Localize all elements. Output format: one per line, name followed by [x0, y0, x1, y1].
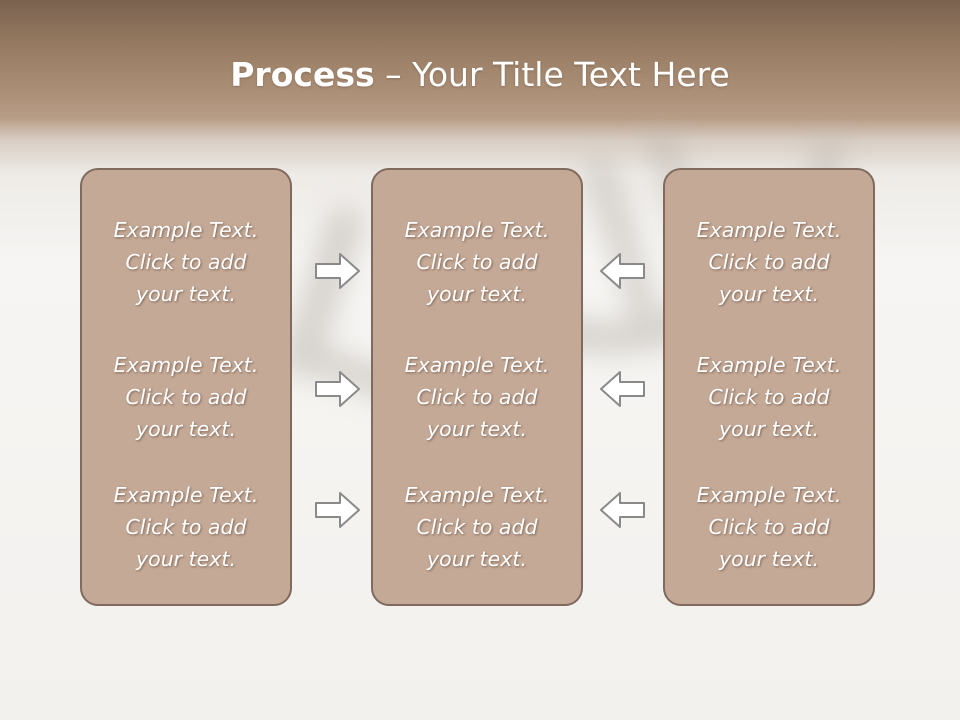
title-rest: – Your Title Text Here [374, 55, 730, 94]
text-line: Click to add [708, 385, 830, 409]
box-text[interactable]: Example Text. Click to add your text. [82, 479, 290, 575]
text-line: Click to add [125, 515, 247, 539]
text-line: Click to add [125, 385, 247, 409]
text-line: your text. [427, 417, 527, 441]
box-text[interactable]: Example Text. Click to add your text. [373, 214, 581, 310]
process-box-left[interactable]: Example Text. Click to add your text. Ex… [80, 168, 292, 606]
text-line: Example Text. [113, 218, 259, 242]
text-line: your text. [427, 282, 527, 306]
text-line: Click to add [416, 515, 538, 539]
text-line: Example Text. [696, 353, 842, 377]
left-arrow-icon [600, 492, 645, 528]
text-line: Example Text. [113, 483, 259, 507]
right-arrow-icon [315, 492, 360, 528]
text-line: Click to add [416, 385, 538, 409]
slide-title: Process – Your Title Text Here [0, 52, 960, 98]
text-line: your text. [427, 547, 527, 571]
text-line: Example Text. [696, 218, 842, 242]
process-box-center[interactable]: Example Text. Click to add your text. Ex… [371, 168, 583, 606]
left-arrow-icon [600, 253, 645, 289]
box-text[interactable]: Example Text. Click to add your text. [82, 349, 290, 445]
box-text[interactable]: Example Text. Click to add your text. [373, 349, 581, 445]
text-line: Example Text. [404, 483, 550, 507]
text-line: Click to add [708, 515, 830, 539]
right-arrow-icon [315, 371, 360, 407]
box-text[interactable]: Example Text. Click to add your text. [665, 349, 873, 445]
text-line: Example Text. [404, 353, 550, 377]
text-line: Example Text. [404, 218, 550, 242]
box-text[interactable]: Example Text. Click to add your text. [82, 214, 290, 310]
text-line: Example Text. [113, 353, 259, 377]
text-line: your text. [136, 417, 236, 441]
text-line: Example Text. [696, 483, 842, 507]
text-line: Click to add [416, 250, 538, 274]
box-text[interactable]: Example Text. Click to add your text. [665, 214, 873, 310]
box-text[interactable]: Example Text. Click to add your text. [373, 479, 581, 575]
text-line: Click to add [125, 250, 247, 274]
box-text[interactable]: Example Text. Click to add your text. [665, 479, 873, 575]
text-line: your text. [719, 417, 819, 441]
text-line: Click to add [708, 250, 830, 274]
right-arrow-icon [315, 253, 360, 289]
title-bold: Process [230, 55, 375, 94]
text-line: your text. [719, 282, 819, 306]
process-box-right[interactable]: Example Text. Click to add your text. Ex… [663, 168, 875, 606]
text-line: your text. [136, 282, 236, 306]
text-line: your text. [719, 547, 819, 571]
text-line: your text. [136, 547, 236, 571]
left-arrow-icon [600, 371, 645, 407]
